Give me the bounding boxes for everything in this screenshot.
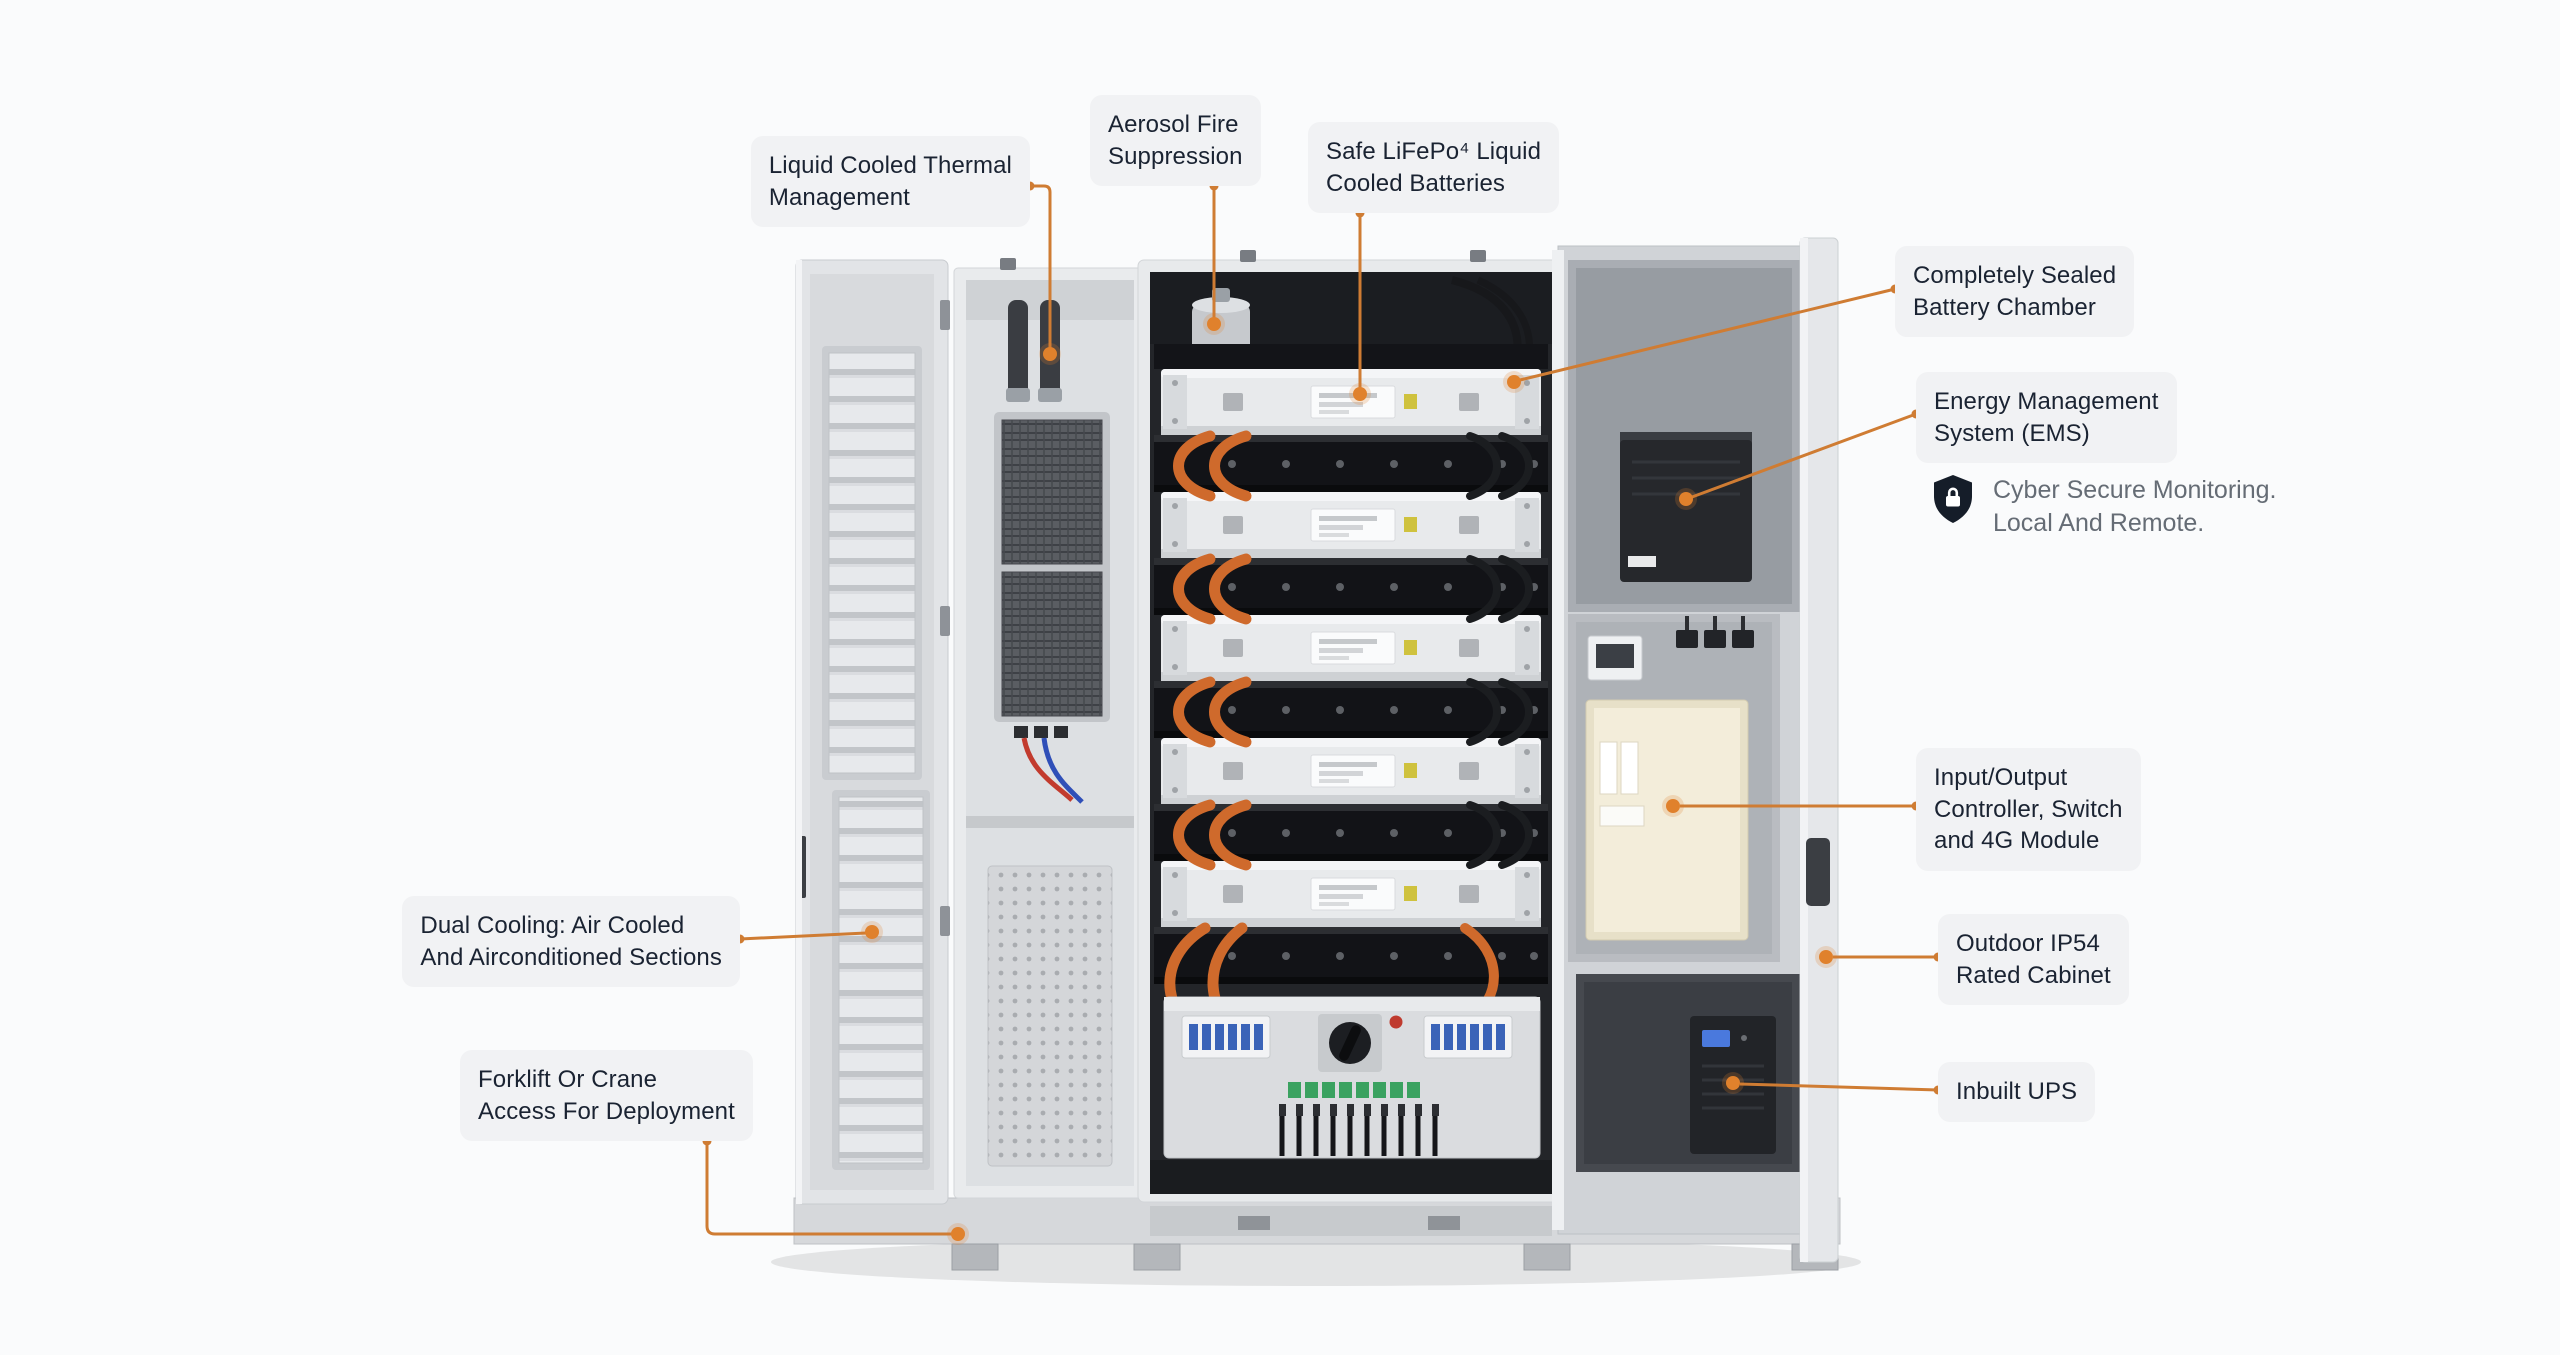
callout-aerosol-fire-suppression: Aerosol Fire Suppression [1090, 95, 1261, 187]
callout-lifepo-batteries: Safe LiFePo⁴ Liquid Cooled Batteries [1308, 122, 1560, 214]
cyber-secure-note: Cyber Secure Monitoring. Local And Remot… [1931, 474, 2276, 540]
callout-dual-cooling: Dual Cooling: Air Cooled And Airconditio… [402, 896, 740, 988]
right-bay [1552, 237, 1839, 1263]
battery-module-1 [1160, 368, 1542, 436]
louver-panel-bottom [838, 796, 924, 1164]
ground-shadow [771, 1238, 1861, 1286]
left-ventilated-door [795, 259, 950, 1205]
callout-inbuilt-ups: Inbuilt UPS [1938, 1062, 2096, 1122]
louver-panel-top [828, 352, 916, 774]
callout-forklift-crane-access: Forklift Or Crane Access For Deployment [460, 1050, 753, 1142]
pilot-lamp [1389, 1015, 1403, 1029]
callout-outdoor-ip54-cabinet: Outdoor IP54 Rated Cabinet [1938, 914, 2129, 1006]
battery-chamber [1137, 259, 1565, 1203]
door-handle [1806, 838, 1830, 906]
right-door [1799, 237, 1839, 1263]
breaker-block-right [1423, 1015, 1513, 1059]
red-wire [1021, 737, 1074, 802]
perforated-vent-panel [987, 865, 1113, 1167]
connector-row [1014, 726, 1068, 738]
main-rotary-switch [1318, 1014, 1382, 1072]
callout-io-controller-module: Input/Output Controller, Switch and 4G M… [1916, 748, 2141, 872]
battery-module-4 [1160, 737, 1542, 805]
battery-module-2 [1160, 491, 1542, 559]
ups-box [1690, 1016, 1776, 1154]
roof-caps [1000, 250, 1486, 270]
door-hinges [940, 300, 950, 936]
heat-exchanger [994, 412, 1110, 722]
thermal-management-bay [953, 267, 1147, 1199]
callout-energy-management-system: Energy Management System (EMS) [1916, 372, 2177, 464]
blue-wire [1041, 737, 1084, 804]
callout-sealed-battery-chamber: Completely Sealed Battery Chamber [1895, 246, 2135, 338]
power-distribution-panel [1163, 996, 1541, 1159]
cyber-secure-text: Cyber Secure Monitoring. Local And Remot… [1993, 476, 2277, 537]
shield-lock-icon [1931, 474, 1975, 524]
io-controller-panel [1585, 699, 1749, 941]
terminal-strip [1288, 1082, 1420, 1098]
callout-liquid-cooled-thermal: Liquid Cooled Thermal Management [750, 136, 1030, 228]
breaker-block-left [1181, 1015, 1271, 1059]
battery-module-3 [1160, 614, 1542, 682]
battery-module-5 [1160, 860, 1542, 928]
cable-glands [1676, 616, 1754, 648]
monitoring-display [1587, 635, 1643, 681]
ems-box [1620, 432, 1752, 582]
output-wiring [1279, 1104, 1439, 1156]
aerosol-fire-suppression-unit [1192, 288, 1250, 354]
